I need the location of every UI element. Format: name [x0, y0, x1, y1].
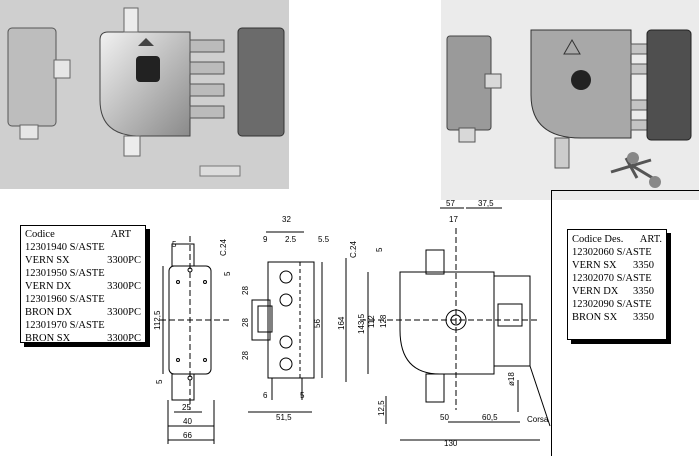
svg-text:12,5: 12,5: [377, 400, 386, 416]
lock-photo-right: [441, 0, 699, 200]
svg-text:5: 5: [223, 271, 232, 276]
svg-text:32: 32: [282, 215, 291, 224]
divider-vertical: [551, 190, 552, 456]
svg-text:112: 112: [367, 315, 376, 328]
svg-text:66: 66: [183, 431, 192, 440]
svg-text:5.5: 5.5: [318, 235, 330, 244]
svg-text:130: 130: [444, 439, 458, 448]
svg-text:Corsa: Corsa: [527, 415, 549, 424]
svg-text:C.24: C.24: [219, 239, 228, 256]
svg-text:28: 28: [241, 286, 250, 295]
table-header: Codice ART: [25, 229, 131, 240]
svg-text:28: 28: [241, 318, 250, 327]
svg-text:164: 164: [337, 316, 346, 330]
svg-text:143,5: 143,5: [357, 313, 366, 334]
svg-text:6: 6: [263, 391, 268, 400]
svg-text:5: 5: [375, 247, 384, 252]
svg-text:57: 57: [446, 199, 455, 208]
svg-text:37,5: 37,5: [478, 199, 494, 208]
svg-text:ø18: ø18: [507, 372, 516, 386]
svg-text:17: 17: [449, 215, 458, 224]
svg-text:60,5: 60,5: [482, 413, 498, 422]
lock-photo-left: [0, 0, 289, 189]
plan-view: [345, 207, 551, 441]
svg-text:C.24: C.24: [349, 241, 358, 258]
side-view: [248, 231, 323, 413]
svg-text:5: 5: [155, 379, 164, 384]
table-header: Codice Des. ART.: [572, 234, 662, 245]
svg-text:40: 40: [183, 417, 192, 426]
svg-text:128: 128: [379, 314, 388, 328]
svg-text:51,5: 51,5: [276, 413, 292, 422]
front-view: [160, 236, 230, 444]
svg-text:25: 25: [182, 403, 191, 412]
svg-text:56: 56: [313, 319, 322, 328]
svg-text:5: 5: [300, 391, 305, 400]
svg-text:2.5: 2.5: [285, 235, 297, 244]
svg-text:50: 50: [440, 413, 449, 422]
svg-text:28: 28: [241, 351, 250, 360]
svg-text:5: 5: [172, 240, 177, 249]
svg-text:112,5: 112,5: [153, 310, 162, 330]
divider-horizontal: [551, 190, 699, 191]
svg-text:9: 9: [263, 235, 268, 244]
code-table-right: Codice Des. ART. 12302060 S/ASTE VERN SX…: [567, 229, 667, 340]
